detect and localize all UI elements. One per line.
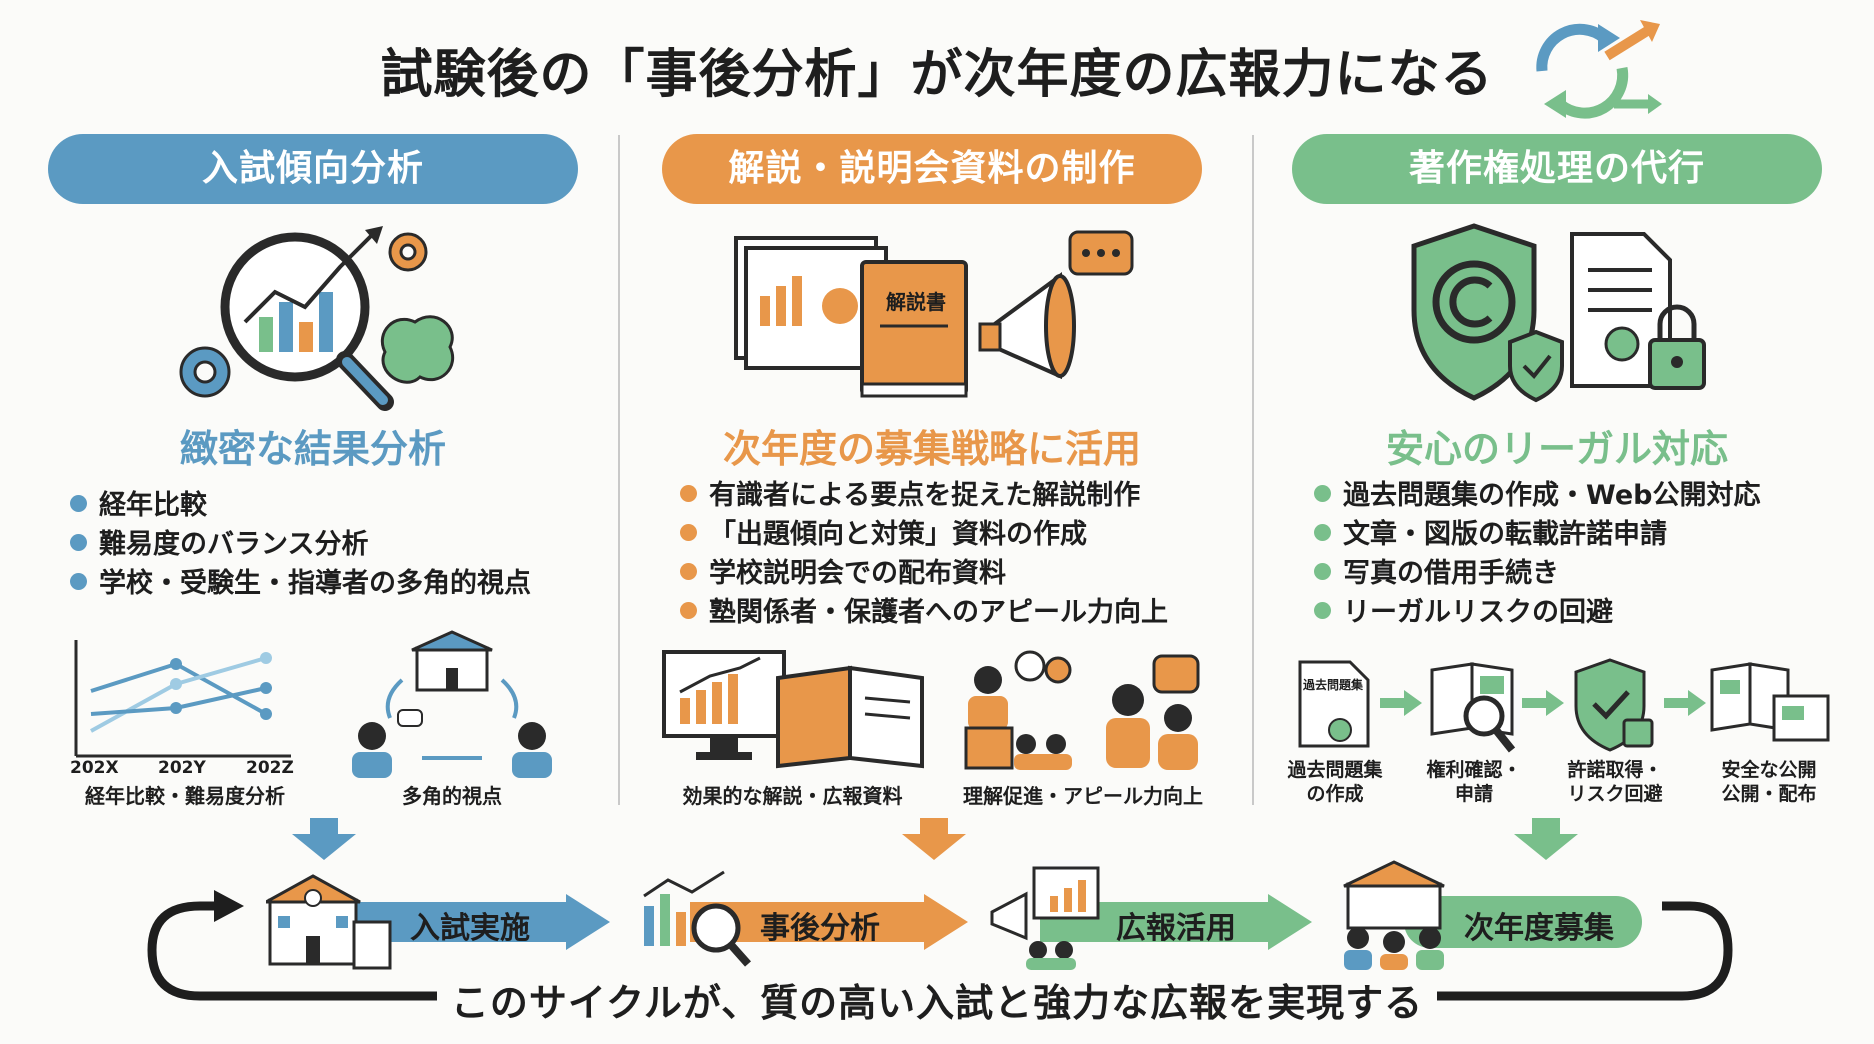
- school-people-icon: [352, 630, 552, 778]
- analysis-magnifier-icon: [179, 226, 455, 411]
- cycle-arrow-analysis: [690, 894, 968, 950]
- list-item: 文章・図版の転載許諾申請: [1314, 515, 1760, 554]
- header-pill-analysis: 入試傾向分析: [48, 134, 578, 204]
- list-item: 過去問題集の作成・Web公開対応: [1314, 476, 1760, 515]
- chart-tick-label: 202Y: [158, 758, 206, 778]
- book-megaphone-icon: [734, 230, 1134, 398]
- down-arrow-icon: [1514, 818, 1578, 860]
- audience-icon: [964, 650, 1200, 770]
- list-item: 写真の借用手続き: [1314, 554, 1760, 593]
- chart-magnifier-icon: [643, 870, 751, 967]
- step-arrow-icon: [1380, 690, 1422, 716]
- book-label: 解説書: [886, 290, 946, 314]
- cycle-label-pr: 広報活用: [1116, 911, 1236, 946]
- list-item: 有識者による要点を捉えた解説制作: [680, 476, 1168, 515]
- shield-lock-icon: [1574, 658, 1654, 752]
- chart-tick-label: 202X: [70, 758, 119, 778]
- step-arrow-icon: [1664, 690, 1706, 716]
- header-pill-materials: 解説・説明会資料の制作: [662, 134, 1202, 204]
- caption-understanding-appeal: 理解促進・アピール力向上: [963, 784, 1203, 808]
- list-item: 「出題傾向と対策」資料の作成: [680, 515, 1168, 554]
- cycle-arrow-exam: [330, 894, 610, 950]
- subheading-materials: 次年度の募集戦略に活用: [722, 427, 1141, 471]
- caption-trend-analysis: 経年比較・難易度分析: [85, 784, 285, 808]
- cycle-pill-recruit: [1404, 896, 1642, 948]
- list-item: 学校説明会での配布資料: [680, 554, 1168, 593]
- down-arrow-icon: [902, 818, 966, 860]
- bullet-list-analysis: 経年比較 難易度のバランス分析 学校・受験生・指導者の多角的視点: [70, 486, 531, 603]
- cycle-label-exam: 入試実施: [410, 911, 530, 946]
- megaphone-board-icon: [990, 866, 1100, 970]
- doc-label: 過去問題集: [1302, 678, 1363, 692]
- book-search-icon: [1430, 662, 1516, 753]
- step-label: 安全な公開公開・配布: [1721, 759, 1817, 805]
- cycle-label-analysis: 事後分析: [760, 911, 880, 946]
- step-label: 過去問題集の作成: [1287, 759, 1383, 805]
- down-arrow-icon: [292, 818, 356, 860]
- cycle-label-recruit: 次年度募集: [1464, 911, 1614, 946]
- list-item: 学校・受験生・指導者の多角的視点: [70, 564, 531, 603]
- list-item: 経年比較: [70, 486, 531, 525]
- list-item: リーガルリスクの回避: [1314, 593, 1760, 632]
- chart-tick-label: 202Z: [246, 758, 294, 778]
- line-chart-icon: [74, 640, 291, 758]
- monitor-book-icon: [662, 650, 924, 769]
- step-label: 権利確認・申請: [1426, 759, 1522, 805]
- column-divider-1: [618, 135, 620, 805]
- list-item: 難易度のバランス分析: [70, 525, 531, 564]
- cycle-arrows-icon: [1536, 20, 1662, 119]
- school-doc-icon: [266, 874, 392, 970]
- book-screen-icon: [1710, 662, 1830, 742]
- subheading-copyright: 安心のリーガル対応: [1385, 427, 1728, 471]
- school-students-icon: [1343, 860, 1445, 970]
- footer-banner: このサイクルが、質の高い入試と強力な広報を実現する: [0, 972, 1874, 1027]
- bullet-list-materials: 有識者による要点を捉えた解説制作 「出題傾向と対策」資料の作成 学校説明会での配…: [680, 476, 1168, 632]
- past-exam-doc-icon: [1298, 660, 1370, 748]
- caption-effective-materials: 効果的な解説・広報資料: [682, 784, 903, 808]
- footer-text: このサイクルが、質の高い入試と強力な広報を実現する: [436, 981, 1438, 1025]
- caption-multi-perspective: 多角的視点: [402, 784, 502, 808]
- column-divider-2: [1252, 135, 1254, 805]
- bullet-list-copyright: 過去問題集の作成・Web公開対応 文章・図版の転載許諾申請 写真の借用手続き リ…: [1314, 476, 1760, 632]
- subheading-analysis: 緻密な結果分析: [179, 427, 446, 471]
- copyright-shield-icon: [1411, 223, 1706, 403]
- header-pill-copyright: 著作権処理の代行: [1292, 134, 1822, 204]
- step-arrow-icon: [1522, 690, 1564, 716]
- list-item: 塾関係者・保護者へのアピール力向上: [680, 593, 1168, 632]
- step-label: 許諾取得・リスク回避: [1567, 759, 1663, 805]
- cycle-arrow-pr: [1040, 894, 1312, 950]
- page-title: 試験後の「事後分析」が次年度の広報力になる: [380, 45, 1494, 105]
